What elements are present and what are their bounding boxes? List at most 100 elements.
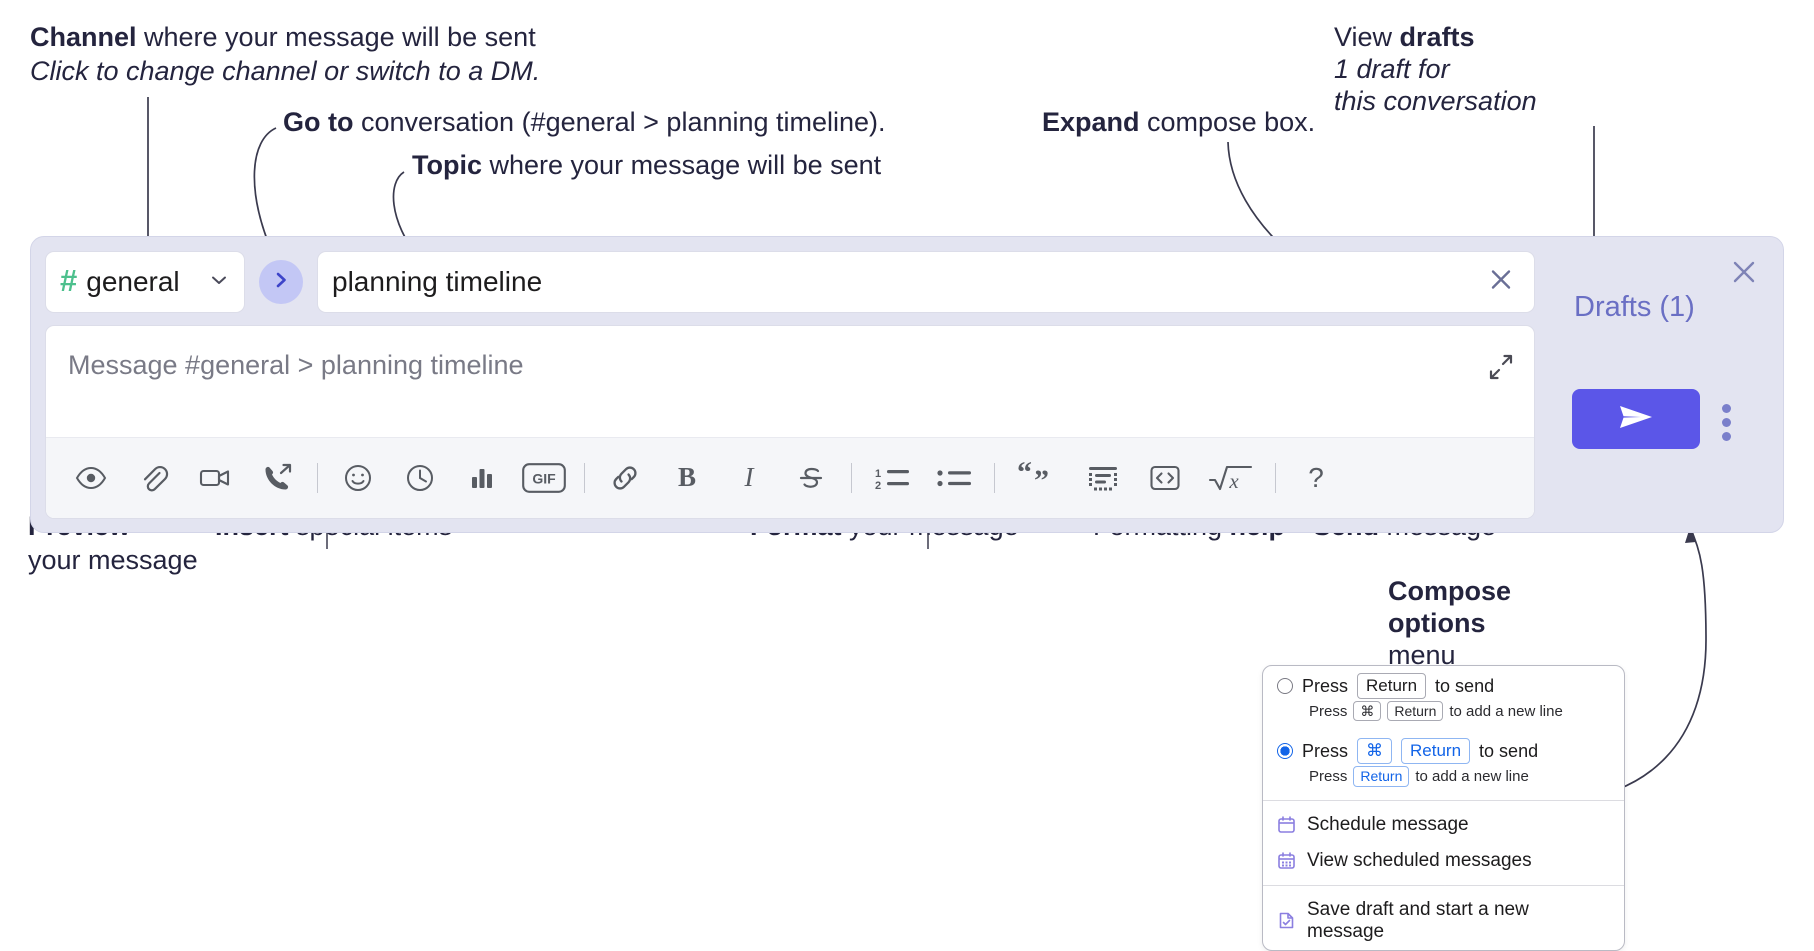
annotation-channel: Channel where your message will be sent bbox=[30, 22, 536, 54]
kebab-dot bbox=[1722, 432, 1731, 441]
send-paper-plane-icon bbox=[1614, 400, 1658, 439]
annotation-goto-rest: conversation (#general > planning timeli… bbox=[353, 107, 886, 137]
link-icon[interactable] bbox=[603, 456, 647, 500]
annotation-drafts-sub2: this conversation bbox=[1334, 86, 1537, 118]
bold-icon[interactable]: B bbox=[665, 456, 709, 500]
key-command: ⌘ bbox=[1353, 701, 1382, 722]
option-tosend-label: to send bbox=[1435, 675, 1495, 696]
emoji-icon[interactable] bbox=[336, 456, 380, 500]
annotation-compose-options-l2: options bbox=[1388, 608, 1485, 640]
toolbar-divider bbox=[317, 463, 318, 493]
svg-text:2: 2 bbox=[875, 480, 881, 492]
send-button[interactable] bbox=[1572, 389, 1700, 449]
preview-icon[interactable] bbox=[69, 456, 113, 500]
save-draft-icon bbox=[1277, 911, 1296, 930]
calendar-grid-icon bbox=[1277, 851, 1296, 870]
send-option-cmd-return[interactable]: Press ⌘ Return to send bbox=[1263, 728, 1624, 766]
drafts-link[interactable]: Drafts (1) bbox=[1574, 291, 1695, 323]
radio-button[interactable] bbox=[1277, 678, 1293, 695]
compose-widget: # general planning timeline bbox=[30, 236, 1784, 533]
radio-button-selected[interactable] bbox=[1277, 743, 1293, 760]
annotation-topic-bold: Topic bbox=[412, 150, 482, 180]
send-option-cmd-return-hint: Press Return to add a new line bbox=[1263, 766, 1624, 793]
gif-icon[interactable]: GIF bbox=[522, 456, 566, 500]
italic-icon[interactable]: I bbox=[727, 456, 771, 500]
compose-right-pane: Drafts (1) bbox=[1550, 237, 1785, 534]
annotation-expand-rest: compose box. bbox=[1139, 107, 1316, 137]
annotation-drafts-sub1-text: 1 draft for bbox=[1334, 54, 1450, 84]
goto-conversation-button[interactable] bbox=[259, 260, 303, 304]
key-return: Return bbox=[1357, 673, 1427, 700]
annotation-goto-bold: Go to bbox=[283, 107, 354, 137]
annotation-channel-sub-text: Click to change channel or switch to a D… bbox=[30, 56, 541, 86]
hint-newline-label: to add a new line bbox=[1449, 702, 1563, 720]
hint-newline-label: to add a new line bbox=[1415, 767, 1529, 785]
blockquote-icon[interactable]: “” bbox=[1013, 456, 1063, 500]
hash-icon: # bbox=[60, 262, 78, 298]
svg-text:I: I bbox=[744, 462, 756, 492]
toolbar-divider bbox=[584, 463, 585, 493]
menu-item-label: View scheduled messages bbox=[1307, 849, 1532, 871]
video-camera-icon[interactable] bbox=[193, 456, 237, 500]
menu-divider bbox=[1263, 884, 1624, 886]
svg-text:x: x bbox=[1228, 469, 1239, 493]
kebab-menu-icon[interactable] bbox=[1722, 399, 1731, 446]
annotation-topic-rest: where your message will be sent bbox=[482, 150, 882, 180]
annotation-expand-bold: Expand bbox=[1042, 107, 1140, 137]
send-option-return[interactable]: Press Return to send bbox=[1263, 666, 1624, 701]
menu-item-save-draft[interactable]: Save draft and start a new message bbox=[1263, 892, 1624, 950]
menu-item-schedule-message[interactable]: Schedule message bbox=[1263, 807, 1624, 843]
option-press-label: Press bbox=[1302, 675, 1349, 696]
channel-selector[interactable]: # general bbox=[45, 251, 245, 313]
annotation-drafts-sub2-text: this conversation bbox=[1334, 86, 1537, 116]
send-option-return-hint: Press ⌘ Return to add a new line bbox=[1263, 701, 1624, 728]
annotation-compose-options-bold1: Compose bbox=[1388, 576, 1512, 606]
svg-text:?: ? bbox=[1308, 462, 1324, 493]
annotation-channel-rest: where your message will be sent bbox=[136, 22, 536, 52]
message-input[interactable]: Message #general > planning timeline bbox=[46, 326, 1534, 438]
hint-press-label: Press bbox=[1309, 767, 1348, 785]
annotation-compose-options-bold2: options bbox=[1388, 608, 1486, 638]
menu-item-view-scheduled-messages[interactable]: View scheduled messages bbox=[1263, 843, 1624, 879]
strikethrough-icon[interactable] bbox=[789, 456, 833, 500]
annotation-expand: Expand compose box. bbox=[1042, 107, 1315, 139]
message-placeholder: Message #general > planning timeline bbox=[68, 350, 524, 380]
svg-text:GIF: GIF bbox=[532, 470, 556, 486]
topic-value: planning timeline bbox=[332, 266, 543, 297]
topic-input[interactable]: planning timeline bbox=[317, 251, 1535, 313]
annotation-preview-line2-text: your message bbox=[28, 545, 198, 575]
toolbar-divider bbox=[994, 463, 995, 493]
formatting-toolbar: GIF B I bbox=[46, 437, 1534, 518]
annotation-drafts: View drafts bbox=[1334, 22, 1475, 54]
attachment-icon[interactable] bbox=[131, 456, 175, 500]
key-return: Return bbox=[1387, 701, 1444, 722]
clock-icon[interactable] bbox=[398, 456, 442, 500]
close-icon[interactable] bbox=[1727, 255, 1761, 294]
code-block-icon[interactable] bbox=[1081, 456, 1125, 500]
kebab-dot bbox=[1722, 418, 1731, 427]
expand-icon[interactable] bbox=[1486, 352, 1516, 387]
annotation-compose-options-l1: Compose bbox=[1388, 576, 1511, 608]
key-return: Return bbox=[1401, 738, 1471, 765]
toolbar-divider bbox=[1275, 463, 1276, 493]
channel-name: general bbox=[86, 266, 180, 297]
option-tosend-label: to send bbox=[1479, 740, 1539, 761]
option-press-label: Press bbox=[1302, 740, 1349, 761]
annotation-drafts-pre: View bbox=[1334, 22, 1400, 52]
compose-options-menu: Press Return to send Press ⌘ Return to a… bbox=[1262, 665, 1625, 951]
key-command: ⌘ bbox=[1357, 738, 1393, 765]
math-icon[interactable]: x bbox=[1205, 456, 1257, 500]
code-icon[interactable] bbox=[1143, 456, 1187, 500]
calendar-icon bbox=[1277, 815, 1296, 834]
annotation-drafts-sub1: 1 draft for bbox=[1334, 54, 1450, 86]
call-forward-icon[interactable] bbox=[255, 456, 299, 500]
help-icon[interactable]: ? bbox=[1294, 456, 1338, 500]
close-icon[interactable] bbox=[1486, 265, 1516, 300]
bulleted-list-icon[interactable] bbox=[932, 456, 976, 500]
poll-bar-chart-icon[interactable] bbox=[460, 456, 504, 500]
message-editor-card: Message #general > planning timeline bbox=[45, 325, 1535, 519]
annotation-goto: Go to conversation (#general > planning … bbox=[283, 107, 886, 139]
annotation-preview-line2: your message bbox=[28, 545, 198, 577]
menu-item-label: Save draft and start a new message bbox=[1307, 898, 1529, 942]
